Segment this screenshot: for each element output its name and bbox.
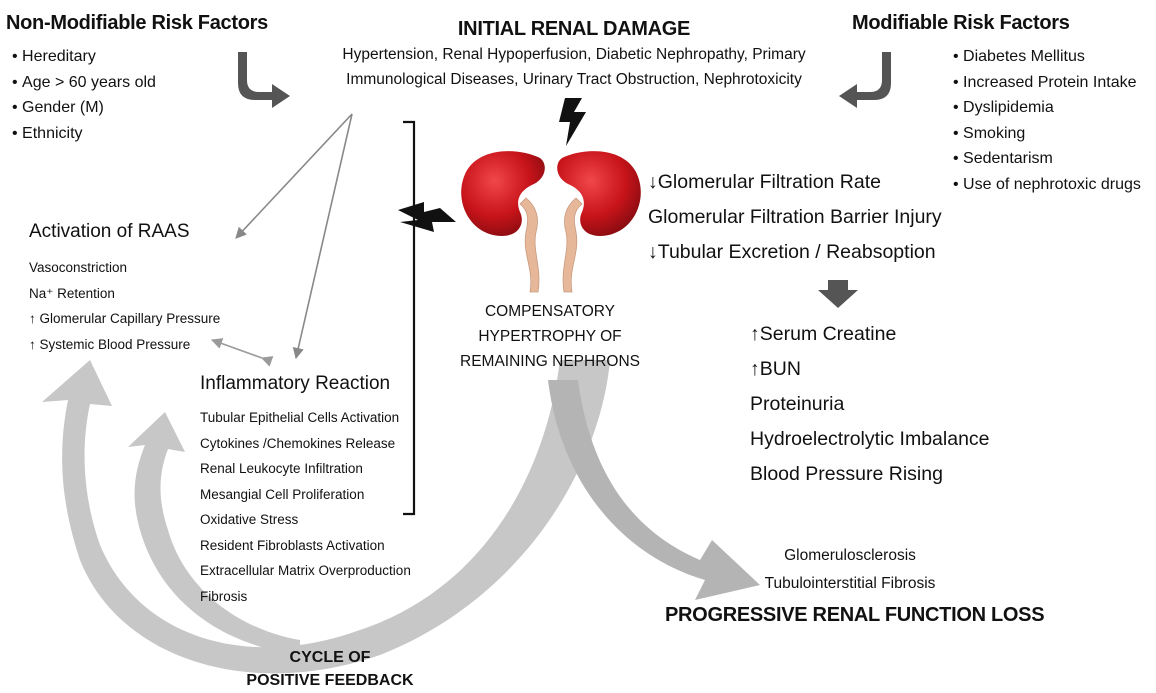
outcome-line-2: Tubulointerstitial Fibrosis <box>764 575 936 592</box>
outcome-line-1: Glomerulosclerosis <box>784 547 916 564</box>
kidney-illustration <box>461 151 641 293</box>
lightning-icon-top <box>559 98 586 146</box>
list-item: Oxidative Stress <box>200 512 299 527</box>
list-item: Vasoconstriction <box>29 260 128 275</box>
filtration-list: ↓Glomerular Filtration Rate Glomerular F… <box>648 165 942 270</box>
compensatory-line-1: COMPENSATORY <box>484 303 616 320</box>
list-item: Sedentarism <box>953 146 1141 172</box>
list-item: Age > 60 years old <box>12 70 156 96</box>
raas-list: Vasoconstriction Na⁺ Retention ↑ Glomeru… <box>29 255 220 357</box>
lightning-icon-left <box>398 202 456 232</box>
list-item: Resident Fibroblasts Activation <box>200 537 385 553</box>
list-item: ↓Glomerular Filtration Rate <box>648 171 881 193</box>
raas-title: Activation of RAAS <box>29 221 190 242</box>
arrow-to-inflammation <box>292 113 353 360</box>
feedback-arc-outer <box>42 360 610 674</box>
initial-damage-title: INITIAL RENAL DAMAGE <box>457 18 691 40</box>
outcome-title: PROGRESSIVE RENAL FUNCTION LOSS <box>665 604 1045 626</box>
modifiable-list: Diabetes Mellitus Increased Protein Inta… <box>953 44 1141 197</box>
arrow-to-raas <box>235 113 353 239</box>
progression-arrow <box>548 380 760 600</box>
list-item: Smoking <box>953 121 1141 147</box>
list-item: Proteinuria <box>750 393 845 415</box>
list-item: Fibrosis <box>200 588 248 604</box>
cycle-line-2: POSITIVE FEEDBACK <box>246 672 414 689</box>
compensatory-line-3: REMAINING NEPHRONS <box>460 353 640 370</box>
inflammation-title: Inflammatory Reaction <box>200 373 391 394</box>
arrow-raas-inflammation <box>210 338 274 367</box>
list-item: Na⁺ Retention <box>29 285 115 301</box>
list-item: Mesangial Cell Proliferation <box>200 486 365 502</box>
list-item: ↑BUN <box>750 358 801 380</box>
feedback-arrows <box>42 360 760 674</box>
list-item: ↓Tubular Excretion / Reabsoption <box>648 241 936 263</box>
cycle-line-1: CYCLE OF <box>289 649 371 666</box>
list-item: Hereditary <box>12 44 156 70</box>
nonmodifiable-title: Non-Modifiable Risk Factors <box>6 12 268 34</box>
list-item: Blood Pressure Rising <box>750 463 943 485</box>
list-item: Cytokines /Chemokines Release <box>200 435 396 451</box>
compensatory-line-2: HYPERTROPHY OF <box>478 328 622 345</box>
list-item: Use of nephrotoxic drugs <box>953 172 1141 198</box>
feedback-arc-inner <box>128 412 300 655</box>
list-item: Ethnicity <box>12 121 156 147</box>
list-item: Hydroelectrolytic Imbalance <box>750 428 990 450</box>
initial-damage-line-1: Hypertension, Renal Hypoperfusion, Diabe… <box>342 46 806 63</box>
list-item: ↑ Glomerular Capillary Pressure <box>29 311 221 326</box>
list-item: Dyslipidemia <box>953 95 1141 121</box>
initial-damage-line-2: Immunological Diseases, Urinary Tract Ob… <box>346 71 802 88</box>
down-arrow <box>818 280 858 308</box>
list-item: Tubular Epithelial Cells Activation <box>200 410 400 425</box>
list-item: Extracellular Matrix Overproduction <box>200 563 411 578</box>
list-item: Renal Leukocyte Infiltration <box>200 461 363 476</box>
bracket <box>403 120 416 516</box>
consequences-list: ↑Serum Creatine ↑BUN Proteinuria Hydroel… <box>750 317 990 492</box>
list-item: Gender (M) <box>12 95 156 121</box>
arrow-modifiable <box>839 52 891 108</box>
list-item: Diabetes Mellitus <box>953 44 1141 70</box>
nonmodifiable-list: Hereditary Age > 60 years old Gender (M)… <box>12 44 156 146</box>
list-item: ↑ Systemic Blood Pressure <box>29 336 191 352</box>
modifiable-title: Modifiable Risk Factors <box>852 12 1070 34</box>
list-item: ↑Serum Creatine <box>750 323 897 345</box>
list-item: Increased Protein Intake <box>953 70 1141 96</box>
list-item: Glomerular Filtration Barrier Injury <box>648 206 942 228</box>
inflammation-list: Tubular Epithelial Cells Activation Cyto… <box>200 405 411 609</box>
arrow-nonmodifiable <box>238 52 290 108</box>
